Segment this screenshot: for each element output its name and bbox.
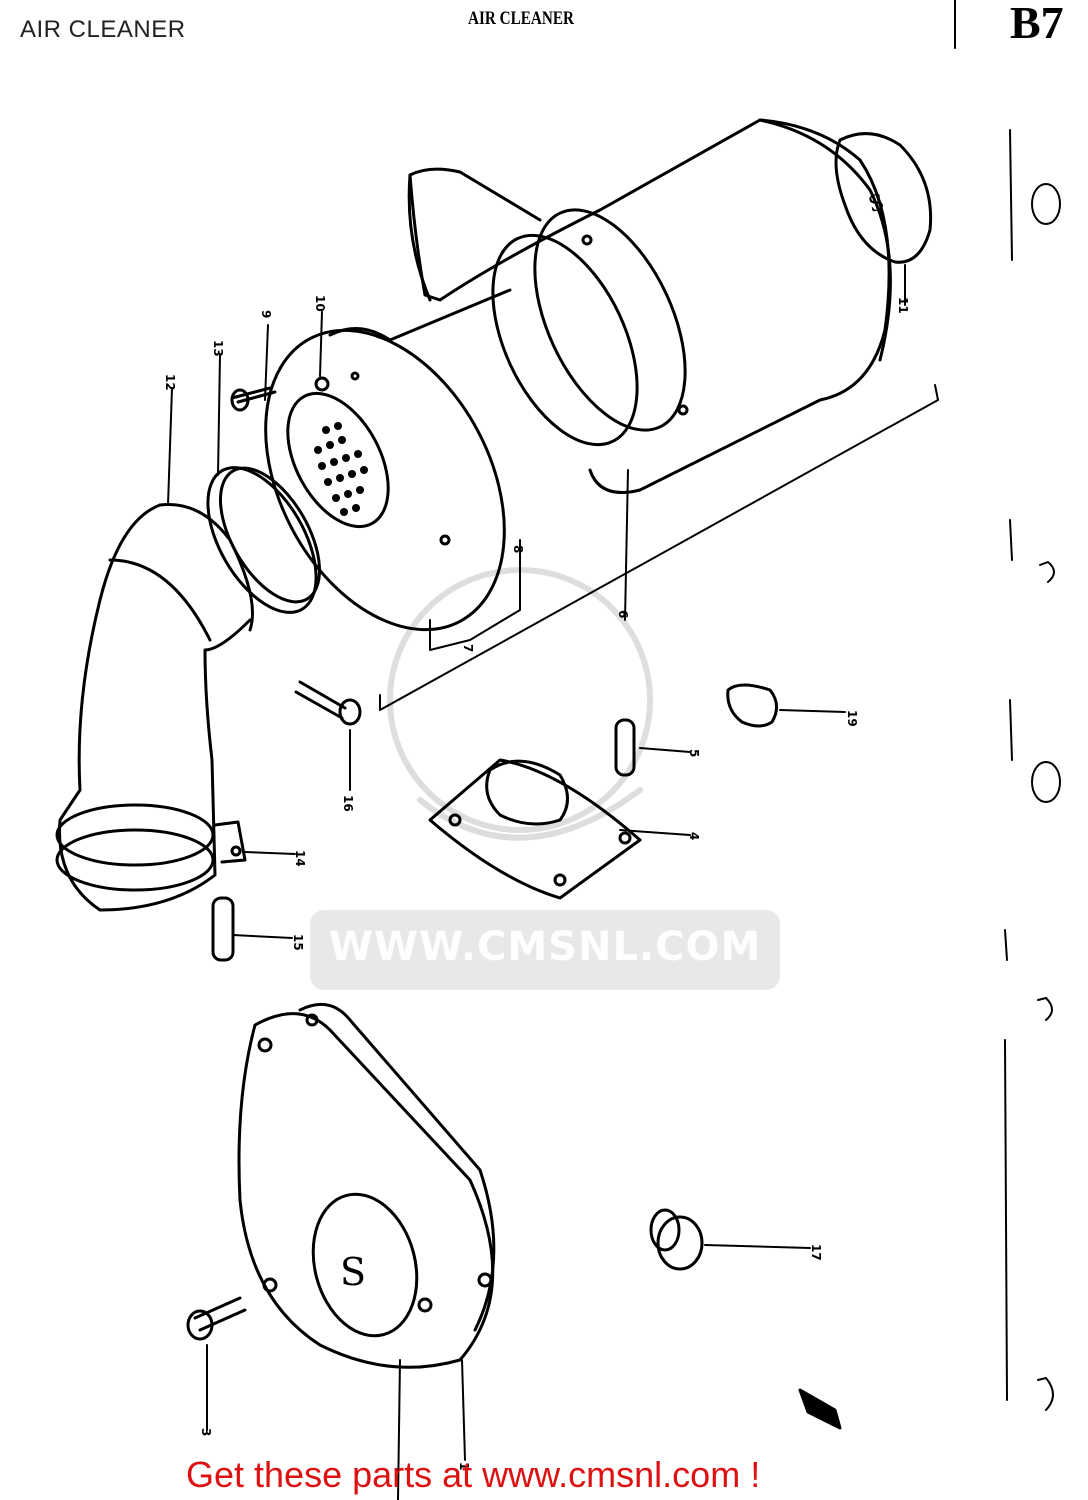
binder-marks xyxy=(954,0,1061,1411)
callout-11: 11 xyxy=(896,297,910,314)
intake-hose xyxy=(55,502,254,912)
callout-6: 6 xyxy=(616,610,630,618)
callout-1: 1 xyxy=(457,1462,471,1470)
callout-14: 14 xyxy=(293,850,307,867)
page-title: AIR CLEANER xyxy=(20,16,186,43)
callout-17: 17 xyxy=(809,1244,823,1261)
callout-19: 19 xyxy=(845,710,859,727)
callout-3: 3 xyxy=(199,1428,213,1436)
callout-16: 16 xyxy=(341,795,355,812)
front-cover xyxy=(264,328,506,632)
rubber-cap-19 xyxy=(726,683,778,728)
callout-15: 15 xyxy=(291,934,305,951)
callout-5: 5 xyxy=(687,749,701,757)
leader-lines xyxy=(167,264,939,1500)
callout-9: 9 xyxy=(259,310,273,318)
footer-parts-link[interactable]: Get these parts at www.cmsnl.com ! xyxy=(186,1454,761,1495)
callout-8: 8 xyxy=(511,545,525,553)
callout-7: 7 xyxy=(461,644,475,652)
svg-text:S: S xyxy=(866,190,887,218)
stud-5 xyxy=(614,718,636,777)
side-cover: S xyxy=(237,1002,496,1369)
callout-10: 10 xyxy=(313,295,327,312)
gasket-plate-4 xyxy=(428,758,642,900)
callout-13: 13 xyxy=(211,340,225,357)
screw-16 xyxy=(294,680,362,726)
svg-text:S: S xyxy=(340,1250,366,1294)
stud-15 xyxy=(211,896,235,962)
cover-bolt xyxy=(230,386,277,412)
grommet-17 xyxy=(649,1208,704,1271)
diagram-header-label: AIR CLEANER xyxy=(468,8,574,29)
canister-end-cap: S xyxy=(834,132,933,264)
page-code: B7 xyxy=(1010,0,1064,48)
screw-3 xyxy=(186,1296,247,1341)
small-clip xyxy=(798,1388,842,1430)
band-ring xyxy=(206,466,322,614)
watermark-banner: WWW.CMSNL.COM xyxy=(310,910,780,990)
watermark-text: WWW.CMSNL.COM xyxy=(328,924,762,970)
mesh-holes xyxy=(314,422,368,516)
air-cleaner-canister xyxy=(328,118,892,494)
callout-12: 12 xyxy=(163,374,177,391)
callout-4: 4 xyxy=(687,832,701,840)
